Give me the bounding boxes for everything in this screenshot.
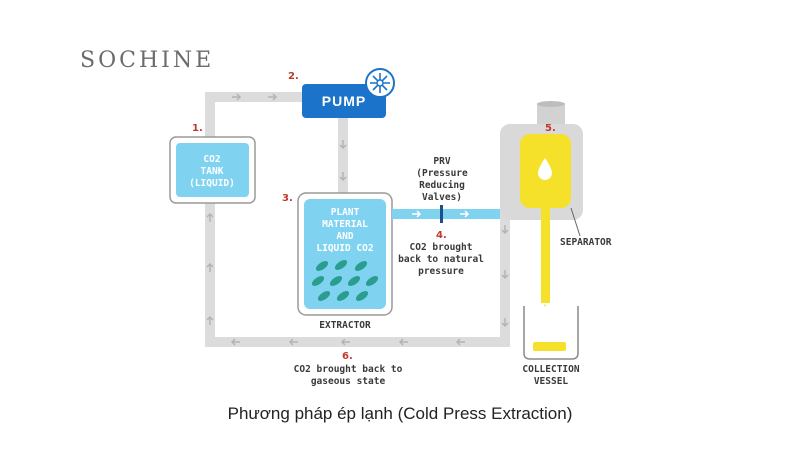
vessel-label-line1: COLLECTION [522, 364, 579, 375]
diagram-caption: Phương pháp ép lạnh (Cold Press Extracti… [227, 404, 573, 423]
arrow-right-icon [268, 93, 278, 101]
step-number-4: 4. [436, 230, 447, 241]
step-number-2: 2. [288, 71, 299, 82]
leaf-icon [329, 276, 343, 286]
pump-label: PUMP [322, 93, 366, 109]
extractor-label-line4: LIQUID CO2 [316, 243, 373, 254]
leaf-icon [354, 261, 368, 271]
leaf-icon [317, 291, 331, 301]
arrow-left-icon [340, 338, 350, 346]
separator: SEPARATOR [500, 101, 612, 320]
arrow-down-icon [501, 318, 509, 328]
leaf-icons [311, 260, 379, 301]
prv-label-line1: PRV [433, 156, 450, 167]
arrow-down-icon [501, 270, 509, 280]
arrow-down-icon [501, 225, 509, 235]
pump: PUMP [302, 68, 395, 118]
leaf-icon [311, 276, 325, 286]
prv-label-line2: (Pressure [416, 168, 468, 179]
pipe-pump-down [338, 118, 348, 194]
arrow-down-icon [339, 140, 347, 150]
arrow-down-icon [339, 172, 347, 182]
liquid-pipe [392, 205, 500, 223]
extractor-liquid [304, 199, 386, 309]
extractor: PLANT MATERIAL AND LIQUID CO2 EXTRACTOR [297, 192, 393, 331]
leaf-icon [347, 276, 361, 286]
leaf-icon [355, 291, 369, 301]
co2-tank: CO2 TANK (LIQUID) [169, 136, 256, 204]
arrow-left-icon [398, 338, 408, 346]
arrow-right-icon [412, 210, 422, 218]
prv-label-line4: Valves) [422, 192, 462, 203]
extractor-label: EXTRACTOR [319, 320, 371, 331]
extractor-label-line2: MATERIAL [322, 219, 368, 230]
oil-drop-icon [538, 158, 552, 180]
pipe-top-left [205, 92, 305, 102]
step4-label-line2: back to natural [398, 254, 484, 265]
extractor-label-line3: AND [336, 231, 353, 242]
arrow-left-icon [455, 338, 465, 346]
step6-label-line2: gaseous state [311, 376, 386, 387]
tank-label-line3: (LIQUID) [189, 178, 235, 189]
separator-cap-top [537, 101, 565, 107]
leaf-icon [334, 260, 348, 270]
vessel-outline [523, 306, 579, 360]
arrow-left-icon [288, 338, 298, 346]
separator-top-cap [537, 103, 565, 128]
liquid-pipe-segment [392, 209, 500, 219]
arrow-right-icon [232, 93, 242, 101]
prv-label-line3: Reducing [419, 180, 465, 191]
flow-arrows [206, 93, 509, 346]
tank-liquid [176, 143, 249, 197]
vessel-oil [533, 342, 566, 351]
separator-leader-line [570, 207, 581, 237]
step4-label-line1: CO2 brought [410, 242, 473, 253]
leaf-icon [315, 261, 329, 271]
step4-label-line3: pressure [418, 266, 464, 277]
step-number-6: 6. [342, 351, 353, 362]
tank-label-line2: TANK [201, 166, 224, 177]
extractor-label-line1: PLANT [331, 207, 360, 218]
arrow-left-icon [230, 338, 240, 346]
brand-logo-text: SOCHINE [80, 48, 215, 73]
arrow-right-icon [460, 210, 470, 218]
collection-vessel: COLLECTION VESSEL [522, 306, 580, 387]
fan-icon [365, 68, 395, 98]
step-number-1: 1. [192, 123, 203, 134]
step6-label-line1: CO2 brought back to [294, 364, 403, 375]
arrow-up-icon [206, 315, 214, 325]
separator-oil-stream [541, 208, 550, 303]
leaf-icon [336, 291, 350, 301]
tank-label-line1: CO2 [203, 154, 220, 165]
separator-label: SEPARATOR [560, 237, 612, 248]
pipe-bottom [205, 337, 510, 347]
pump-body [302, 84, 386, 118]
step-number-5: 5. [545, 123, 556, 134]
vessel-label-line2: VESSEL [534, 376, 569, 387]
prv-valve-icon [440, 205, 443, 223]
step-number-3: 3. [282, 193, 293, 204]
arrow-up-icon [206, 262, 214, 272]
leaf-icon [365, 276, 379, 286]
arrow-up-icon [206, 212, 214, 222]
